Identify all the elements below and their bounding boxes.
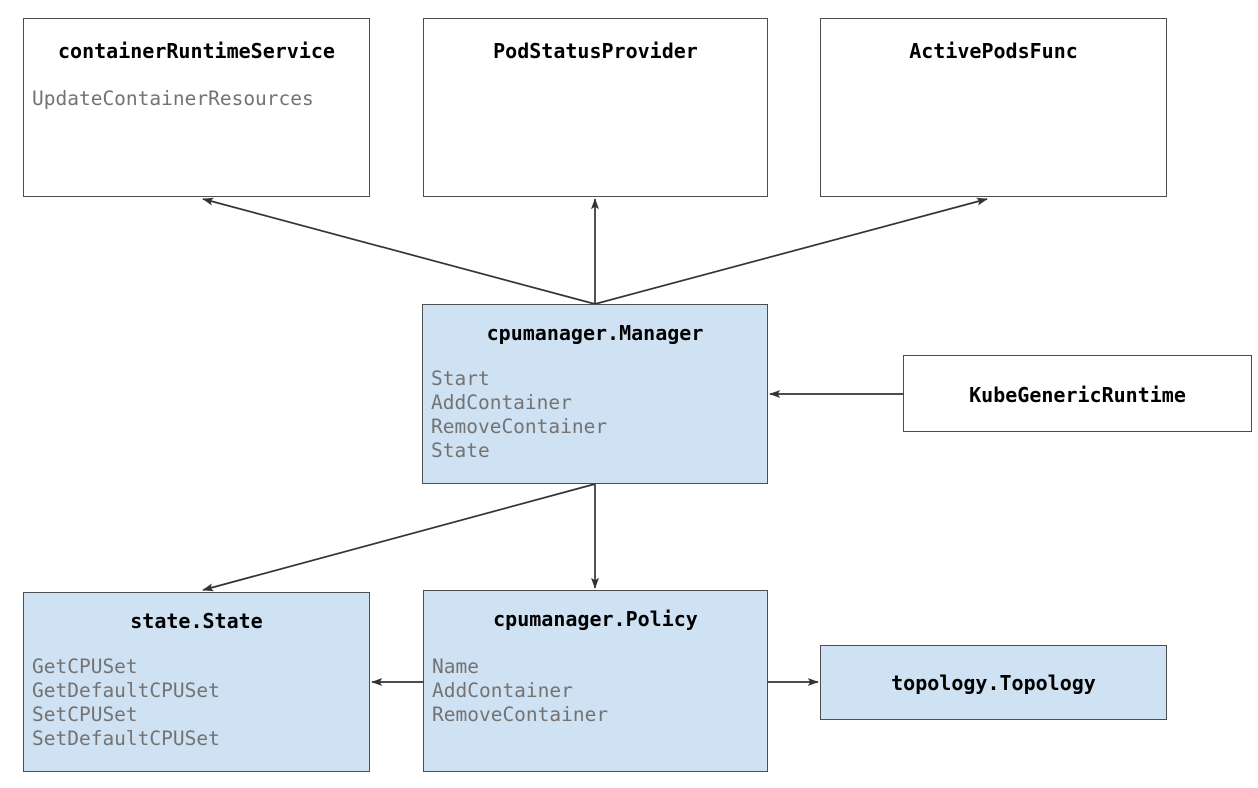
node-title: KubeGenericRuntime	[969, 383, 1186, 407]
node-member: Start	[431, 367, 490, 390]
node-title: topology.Topology	[891, 671, 1096, 695]
node-member: RemoveContainer	[431, 415, 608, 438]
node-active-pods-func[interactable]: ActivePodsFunc	[820, 18, 1167, 197]
node-kube-generic-runtime[interactable]: KubeGenericRuntime	[903, 355, 1252, 432]
node-member: SetCPUSet	[32, 703, 138, 726]
node-member: RemoveContainer	[432, 703, 609, 726]
node-member: GetCPUSet	[32, 655, 138, 678]
node-title: state.State	[130, 609, 263, 633]
node-title: cpumanager.Manager	[486, 321, 704, 345]
node-member: Name	[432, 655, 479, 678]
node-pod-status-provider[interactable]: PodStatusProvider	[423, 18, 768, 197]
edge-manager-to-active-pods-func	[594, 197, 988, 305]
node-member: SetDefaultCPUSet	[32, 727, 220, 750]
node-member: State	[431, 439, 490, 462]
node-title: PodStatusProvider	[493, 39, 698, 63]
edge-manager-to-state-state	[202, 483, 596, 592]
node-title: containerRuntimeService	[58, 39, 335, 63]
node-member-list: UpdateContainerResources	[32, 87, 369, 111]
node-topology-topology[interactable]: topology.Topology	[820, 645, 1167, 720]
node-title: ActivePodsFunc	[909, 39, 1078, 63]
node-member: GetDefaultCPUSet	[32, 679, 220, 702]
node-member: AddContainer	[431, 391, 572, 414]
node-member: AddContainer	[432, 679, 573, 702]
node-title: cpumanager.Policy	[493, 607, 698, 631]
edge-manager-to-container-runtime-service	[202, 197, 596, 305]
node-member: UpdateContainerResources	[32, 87, 314, 110]
